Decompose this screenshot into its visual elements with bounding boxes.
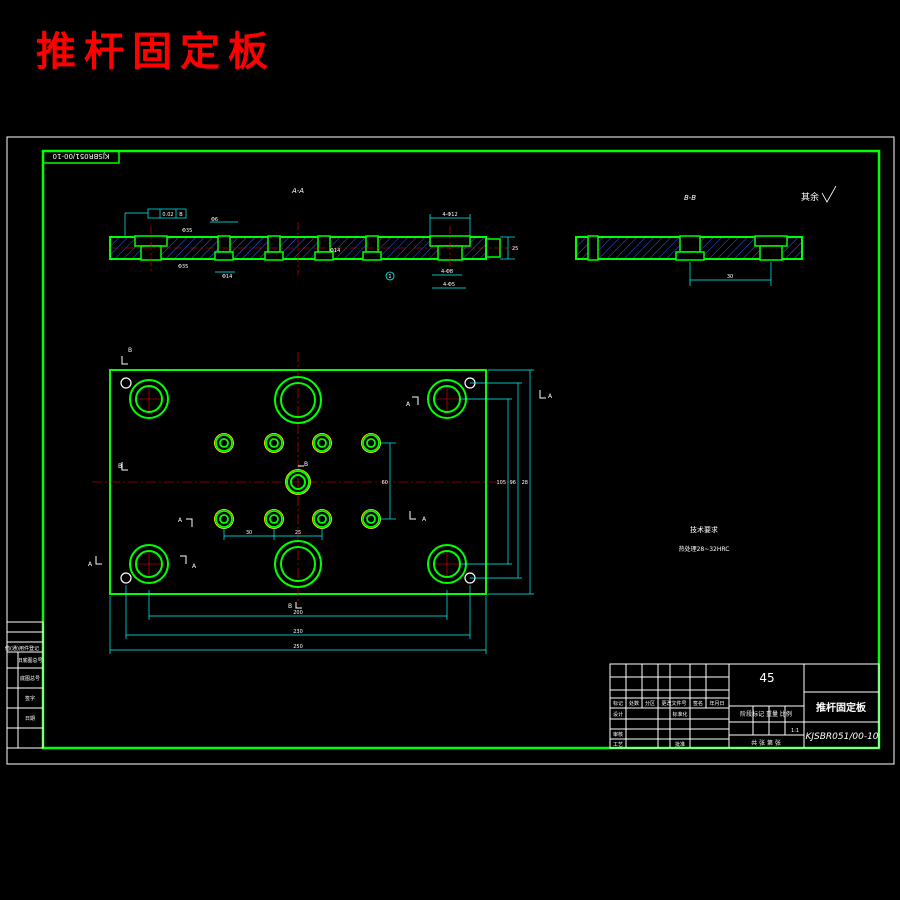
arrow-label-a-1: A xyxy=(548,393,553,400)
section-bb-view: 30 xyxy=(575,235,803,286)
title-block-scale: 1:1 xyxy=(791,728,799,734)
section-label-bb: B-B xyxy=(684,194,696,202)
page-title: 推杆固定板 xyxy=(36,28,276,75)
dim-v-104: 105 xyxy=(496,480,506,486)
dim-dia6: Φ6 xyxy=(211,217,218,223)
arrow-label-b-3: B xyxy=(288,603,292,610)
title-block-stage-headers: 阶段标记 重量 比例 xyxy=(740,710,792,718)
side-table xyxy=(6,621,44,749)
tb-col-3: 更改文件号 xyxy=(661,700,686,707)
side-table-label-2: 旧底图总号 xyxy=(17,657,42,664)
dim-thickness: 25 xyxy=(512,246,518,252)
tb-col-2: 分区 xyxy=(645,700,655,707)
title-block-material: 45 xyxy=(759,671,774,685)
side-table-label-1: 借(通)用件登记 xyxy=(5,645,39,652)
dim-dia14: Φ14 xyxy=(222,274,232,280)
tb-row-right-0: 标准化 xyxy=(672,711,687,718)
tb-col-1: 处数 xyxy=(629,700,639,707)
arrow-label-b-2: B xyxy=(118,463,122,470)
arrow-label-a-4: A xyxy=(422,516,427,523)
roughness-symbol xyxy=(821,185,837,203)
dim-4-holes-top: 4-Φ12 xyxy=(442,212,457,218)
arrow-label-a-2: A xyxy=(406,401,411,408)
drawing-number-mirror: KJSBR051/00-10 xyxy=(53,152,110,160)
title-block-sheets: 共 张 第 张 xyxy=(751,739,781,747)
arrow-label-a-5: A xyxy=(88,561,93,568)
side-table-label-4: 签字 xyxy=(25,695,35,702)
sheet-inner-border xyxy=(41,149,881,750)
arrow-label-a-3: A xyxy=(178,517,183,524)
dim-pin-pitch-2: 25 xyxy=(295,530,301,536)
tb-row-2: 工艺 xyxy=(613,742,623,748)
side-table-label-3: 底图总号 xyxy=(20,675,40,682)
dim-datum: B xyxy=(179,212,183,218)
tb-col-5: 年月日 xyxy=(709,700,724,707)
surface-note: 其余 xyxy=(801,191,819,203)
tech-req-line1: 热处理28~32HRC xyxy=(679,545,730,553)
tb-row-0: 设计 xyxy=(613,711,623,718)
arrow-label-b-4: B xyxy=(304,461,308,468)
dim-v-130: 96 xyxy=(510,480,516,486)
dim-250: 250 xyxy=(293,644,303,650)
section-label-aa: A-A xyxy=(291,187,304,195)
title-block-part-name: 推杆固定板 xyxy=(816,701,867,714)
tech-req-heading: 技术要求 xyxy=(690,525,718,534)
title-block-drawing-number: KJSBR051/00-10 xyxy=(805,732,878,742)
dim-4-holes-bottom: 4-Φ5 xyxy=(443,282,455,288)
dim-230: 230 xyxy=(293,629,303,635)
sheet-outer-border xyxy=(6,136,895,765)
dim-bb-spacing: 30 xyxy=(727,274,733,280)
tb-row-1: 审核 xyxy=(613,731,623,738)
dim-pin-pitch-1: 30 xyxy=(246,530,252,536)
tb-col-4: 签名 xyxy=(693,700,703,707)
plan-view: 200 230 250 30 25 60 105 96 28 B B A A A… xyxy=(88,347,553,654)
dim-tolerance: 0.02 xyxy=(162,212,173,218)
dim-dia14-b: Φ14 xyxy=(330,248,340,254)
dim-200: 200 xyxy=(293,610,303,616)
arrow-label-a-6: A xyxy=(192,563,197,570)
dim-dia35-b: Φ35 xyxy=(178,264,188,270)
side-table-label-5: 日期 xyxy=(25,716,35,722)
arrow-label-b-1: B xyxy=(128,347,132,354)
ref-balloon: 1 xyxy=(388,274,391,280)
drawing-number-box xyxy=(42,150,120,164)
dim-v-150: 28 xyxy=(522,480,528,486)
dim-4-holes-mid: 4-Φ8 xyxy=(441,269,453,275)
tb-col-0: 标记 xyxy=(613,700,623,707)
dim-dia35-a: Φ35 xyxy=(182,228,192,234)
section-aa-view: 0.02 B 4-Φ12 4-Φ8 4-Φ5 Φ6 Φ14 25 Φ35 Φ35… xyxy=(109,208,518,289)
title-block xyxy=(609,663,880,749)
dim-v-pins: 60 xyxy=(382,480,388,486)
tb-row-right-1: 批准 xyxy=(675,741,685,748)
